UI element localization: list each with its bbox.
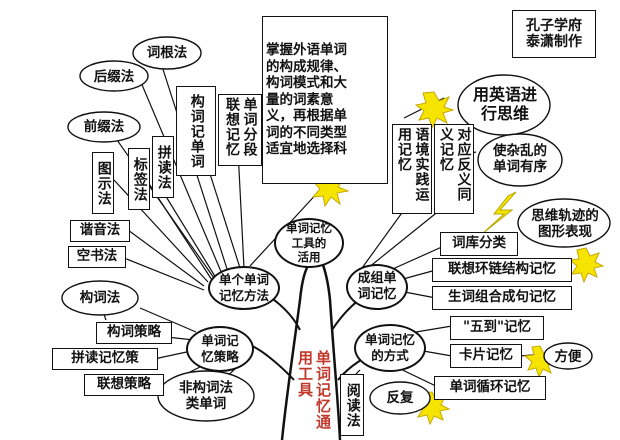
- node-strategy: 单词记 忆策略: [186, 326, 254, 372]
- node-single-word: 单个单词 记忆方法: [208, 266, 280, 310]
- cloud-order: 使杂乱的 单词有序: [493, 142, 547, 175]
- box-antonym-synonym: 对应反义同义记忆: [434, 124, 474, 214]
- cloud-suffix: 后缀法: [93, 68, 135, 85]
- cloud-non-formation: 非构词法 类单词: [179, 379, 233, 412]
- box-association-chain: 联想环链结构记忆: [432, 258, 572, 282]
- cloud-english-thinking: 用英语进 行思维: [472, 84, 537, 123]
- box-formation-strategy: 构词策略: [96, 322, 172, 344]
- lightning-icon: [481, 191, 517, 235]
- cloud-formation-method: 构词法: [79, 289, 121, 306]
- box-context-practice: 语境实践运用记忆: [392, 124, 432, 214]
- cloud-repeat: 反复: [386, 389, 414, 406]
- core-description: 掌握外语单词 的构成规律、 构词模式和大 量的词素意 义，再根据单 词的不同类型…: [262, 16, 388, 184]
- trunk-label-2: 记忆: [314, 382, 332, 414]
- box-homophone: 谐音法: [70, 220, 130, 242]
- box-cycle: 单词循环记忆: [434, 376, 546, 400]
- box-air-writing: 空书法: [68, 246, 126, 268]
- box-label: 标签法: [128, 148, 150, 210]
- box-vocab-classification: 词库分类: [440, 232, 518, 256]
- box-association-strategy: 联想策略: [84, 374, 164, 396]
- box-sentence-combination: 生词组合成句记忆: [432, 286, 572, 310]
- center-node: 单词记忆 工具的 活用: [274, 218, 344, 268]
- node-group-word: 成组单 词记忆: [346, 264, 408, 310]
- box-five-to: "五到"记忆: [450, 316, 544, 340]
- trunk-label: 单词记忆通用工具: [296, 350, 332, 440]
- box-segment-association: 单词分段联想记忆: [218, 94, 262, 166]
- trunk-label-3: 通用: [296, 350, 332, 430]
- trunk-label-4: 工具: [296, 366, 314, 398]
- author-credit: 孔子学府 泰潇制作: [512, 10, 596, 58]
- cloud-convenient: 方便: [554, 348, 582, 365]
- node-way: 单词记忆 的方式: [354, 324, 426, 372]
- box-word-formation: 构词记单词: [176, 86, 216, 176]
- box-card: 卡片记忆: [450, 344, 522, 368]
- box-spelling: 拼读法: [152, 136, 174, 198]
- box-picture: 图示法: [92, 152, 114, 214]
- box-reading: 阅读法: [340, 374, 364, 436]
- cloud-root: 词根法: [146, 44, 188, 61]
- cloud-mindmap: 思维轨迹的 图形表现: [531, 207, 599, 240]
- trunk-label-1: 单词: [314, 350, 332, 382]
- cloud-prefix: 前缀法: [83, 118, 125, 135]
- box-spell-read-strategy: 拼读记忆策: [52, 348, 158, 370]
